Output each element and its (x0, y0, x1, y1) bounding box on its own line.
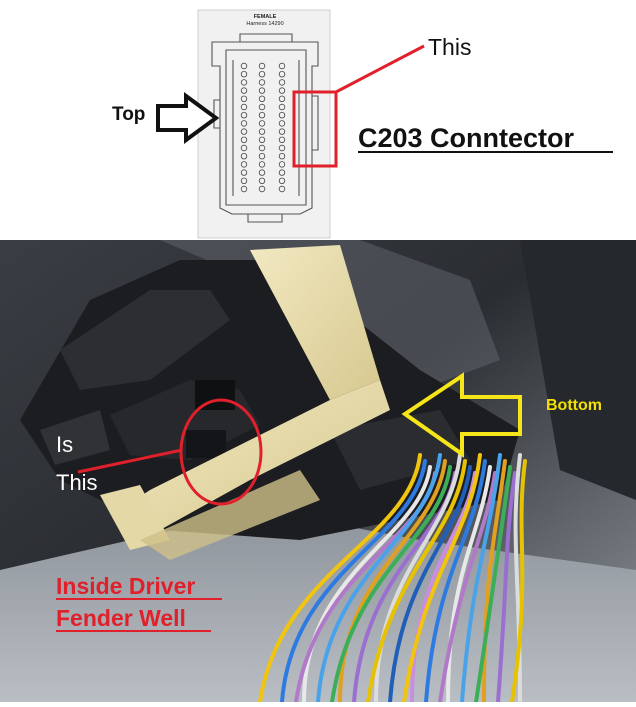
connector-pin (258, 70, 266, 78)
connector-pin (278, 111, 286, 119)
connector-pin (278, 120, 286, 127)
sheet-header-line2: Harness 14290 (246, 21, 283, 27)
dark-upper-area (520, 240, 636, 500)
connector-pin (258, 177, 266, 184)
wire (388, 465, 472, 704)
wire (402, 453, 482, 704)
connector-pin (258, 161, 266, 168)
caption-line2: Fender Well (56, 605, 186, 631)
scanned-sheet (197, 9, 331, 239)
connector-pin (240, 177, 248, 184)
wire (316, 453, 442, 704)
connector-pin (258, 103, 266, 111)
wire (258, 453, 422, 704)
wire (366, 459, 467, 704)
connector-pin (258, 120, 266, 127)
wire (496, 471, 517, 704)
connector-pin (240, 103, 248, 111)
connector-pin (240, 185, 248, 193)
connector-pin (278, 87, 286, 94)
connector-pin (258, 111, 266, 119)
connector-pin (240, 111, 248, 119)
connector-pin (258, 144, 266, 152)
caption-line1: Inside Driver (56, 573, 195, 599)
wire (438, 471, 497, 704)
connector-pin (258, 62, 266, 70)
this-label-photo: This (56, 470, 98, 495)
connector-pin (278, 103, 286, 111)
wire (460, 453, 502, 704)
wire (424, 459, 487, 704)
fender-well-photo: Is This Bottom Inside Driver Fender Well (0, 240, 636, 704)
sheet-header-line1: FEMALE (254, 14, 277, 20)
connector-title: C203 Conntector (358, 123, 575, 153)
wire-bundle (258, 453, 527, 704)
is-label: Is (56, 432, 73, 457)
connector-pin-grid (240, 62, 286, 193)
wire (280, 459, 427, 704)
wire (510, 459, 527, 704)
this-label-top: This (428, 34, 471, 60)
wire (474, 465, 512, 704)
connector-pin (240, 152, 248, 160)
connector-pin (258, 79, 266, 86)
connector-pin (258, 95, 266, 102)
connector-pin (278, 185, 286, 193)
connector-diagram-panel: FEMALE Harness 14290 Top This C203 Connt… (0, 0, 636, 240)
connector-pin (278, 177, 286, 184)
connector-pin (278, 161, 286, 168)
connector-pin (258, 152, 266, 160)
connector-pin (278, 95, 286, 102)
connector-pin (278, 136, 286, 143)
connector-pin (258, 185, 266, 193)
bottom-label: Bottom (546, 397, 602, 414)
connector-pin (240, 87, 248, 94)
wire (330, 465, 452, 704)
connector-pin (240, 70, 248, 78)
connector-pin (278, 70, 286, 78)
connector-pin (258, 128, 266, 135)
connector-pin (240, 161, 248, 168)
connector-pin (278, 144, 286, 152)
connector-pin (240, 136, 248, 143)
pointer-line (335, 44, 425, 94)
connector-pin (240, 62, 248, 70)
connector-pin (278, 79, 286, 86)
connector-pin (240, 144, 248, 152)
top-label: Top (112, 104, 145, 125)
connector-pin (258, 136, 266, 143)
connector-diagram: FEMALE Harness 14290 Top This C203 Connt… (112, 9, 613, 239)
connector-pin (258, 87, 266, 94)
connector-pin (240, 128, 248, 135)
highlight-circle (179, 398, 263, 506)
connector-pin (240, 95, 248, 102)
pointer-line-photo (77, 448, 183, 474)
connector-pin (278, 169, 286, 176)
connector-housing-outline (211, 33, 319, 223)
connector-pin (258, 169, 266, 176)
highlight-box (292, 90, 338, 168)
tan-connector-housing (100, 245, 390, 560)
connector-pin (240, 120, 248, 127)
connector-pin (278, 62, 286, 70)
black-connector-body (20, 260, 520, 540)
connector-pin (240, 169, 248, 176)
top-arrow-icon (156, 92, 220, 144)
connector-pin (240, 79, 248, 86)
connector-pin (278, 152, 286, 160)
bottom-arrow-icon (401, 372, 522, 458)
fender-well-photo-panel: Is This Bottom Inside Driver Fender Well (0, 240, 636, 704)
connector-pin (278, 128, 286, 135)
